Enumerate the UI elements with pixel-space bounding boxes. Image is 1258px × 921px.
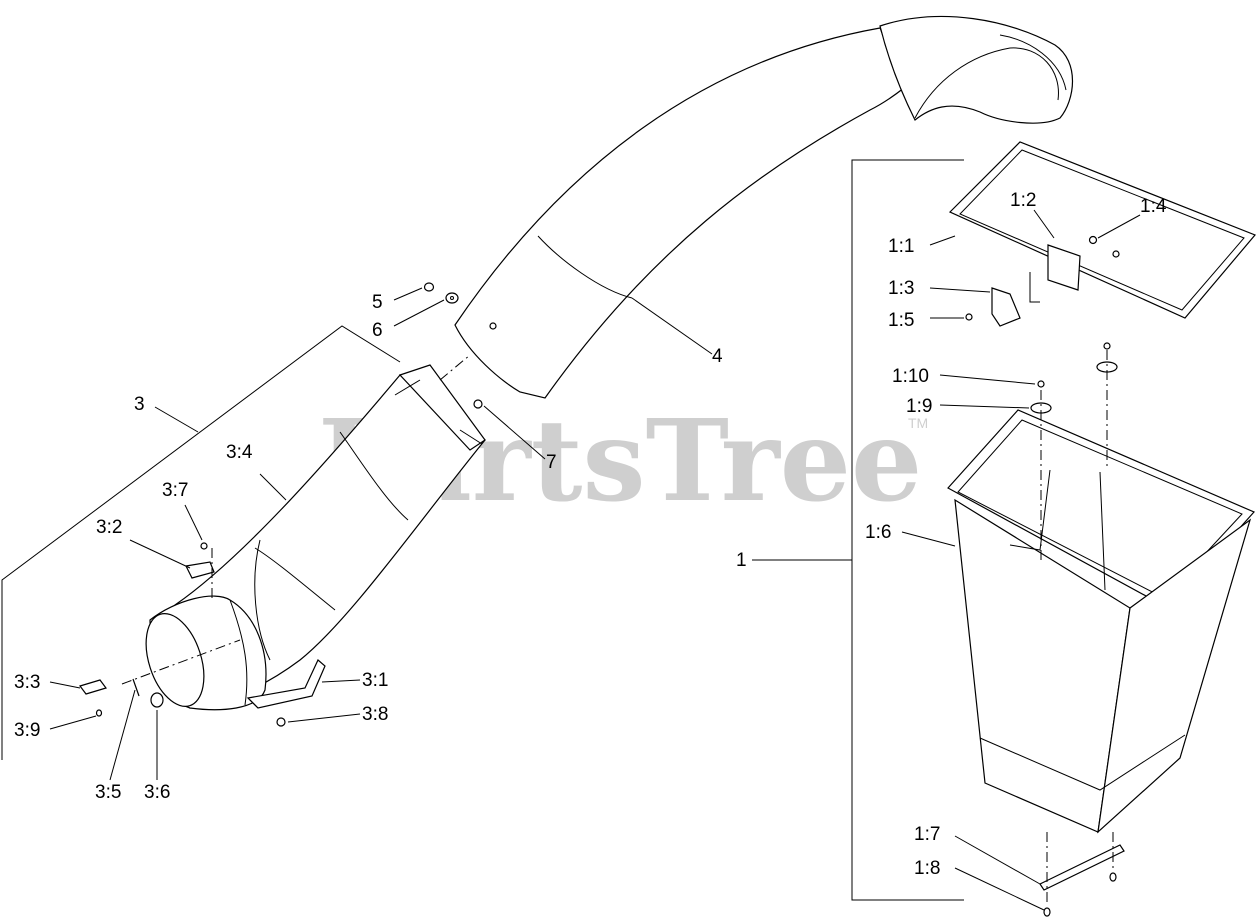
leader-lines <box>49 209 1141 911</box>
screw-1-8b <box>1109 872 1117 882</box>
screw-1-10b <box>1103 342 1111 350</box>
mount-plate-1-3 <box>991 287 1021 327</box>
bracket-3-1 <box>246 659 326 709</box>
callout-1-4: 1:4 <box>1140 196 1167 217</box>
callout-3-9: 3:9 <box>14 720 40 741</box>
callout-3-6: 3:6 <box>144 782 170 803</box>
screw-1-8 <box>1043 907 1051 917</box>
callout-3-4: 3:4 <box>226 442 253 463</box>
bolt-1-5 <box>965 313 973 321</box>
bag-frame-1-1 <box>948 141 1256 319</box>
clip-3-2 <box>185 561 215 579</box>
washer-3-6 <box>150 692 164 708</box>
nut-5 <box>423 282 435 292</box>
leader-3 <box>154 406 199 433</box>
callout-1-1: 1:1 <box>888 236 914 257</box>
callout-1-8: 1:8 <box>914 858 940 879</box>
callout-1-10: 1:10 <box>892 366 929 387</box>
callout-3-2: 3:2 <box>96 517 122 538</box>
callout-1: 1 <box>736 550 747 571</box>
axis-line <box>121 639 241 685</box>
callout-1-9: 1:9 <box>906 396 932 417</box>
callout-1-2: 1:2 <box>1010 190 1036 211</box>
strap-1-7 <box>1039 844 1125 891</box>
callout-1-6: 1:6 <box>865 522 891 543</box>
tube-collar <box>145 539 271 711</box>
group-bracket-1 <box>851 159 964 901</box>
discharge-tube-upper <box>454 15 1074 399</box>
callout-3-8: 3:8 <box>362 704 388 725</box>
callout-4: 4 <box>712 346 723 367</box>
callout-1-7: 1:7 <box>914 824 940 845</box>
callout-3-5: 3:5 <box>95 782 121 803</box>
axis-line <box>439 354 471 381</box>
callout-3-1: 3:1 <box>362 670 388 691</box>
bolt-1-4b <box>1112 250 1120 258</box>
callout-3-3: 3:3 <box>14 672 40 693</box>
washer-6 <box>445 292 459 304</box>
tube-hole <box>489 322 497 330</box>
callout-1-3: 1:3 <box>888 278 914 299</box>
screw-7 <box>473 399 483 409</box>
callout-7: 7 <box>546 452 557 473</box>
bolt-3-5 <box>132 678 140 697</box>
plate-3-3 <box>79 679 107 695</box>
bag-frame-bracket-1-2 <box>1047 244 1081 291</box>
screw-3-7 <box>200 542 208 550</box>
callout-3: 3 <box>134 394 145 415</box>
grass-bag-1-6 <box>947 409 1256 834</box>
callout-3-7: 3:7 <box>162 480 188 501</box>
screw-1-10 <box>1037 380 1045 388</box>
group-bracket-3 <box>1 325 401 760</box>
bolt-1-4 <box>1088 235 1098 245</box>
screw-3-9 <box>95 709 103 717</box>
nut-3-8 <box>276 717 286 727</box>
callout-5: 5 <box>372 292 383 313</box>
callout-1-5: 1:5 <box>888 310 914 331</box>
callout-6: 6 <box>372 320 383 341</box>
watermark-trademark: TM <box>908 415 928 431</box>
